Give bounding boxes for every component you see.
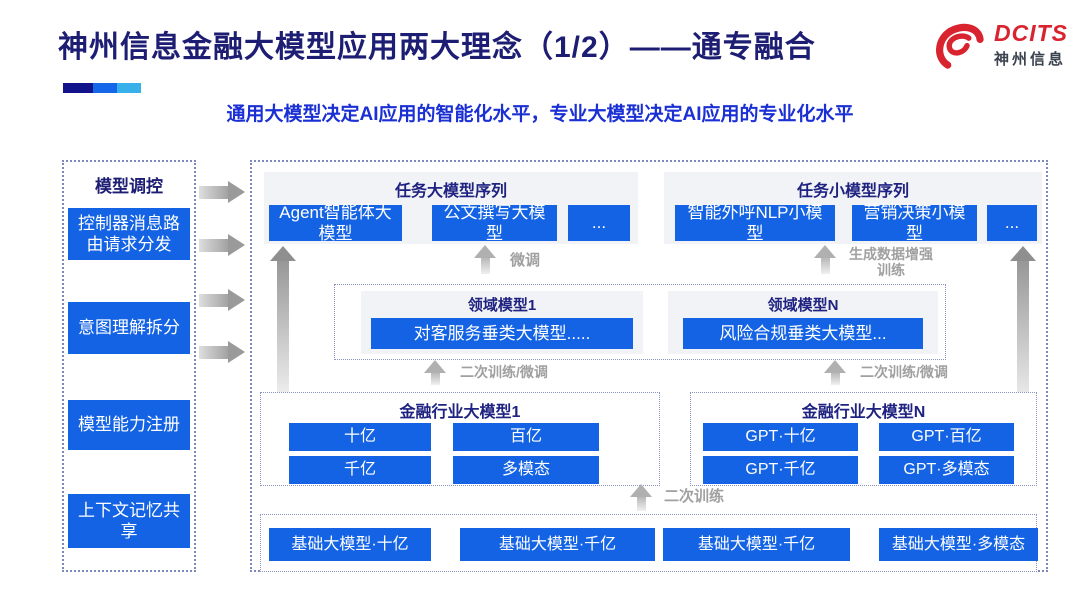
model-block-gpt-100b: GPT·千亿 — [703, 456, 858, 484]
domain-model-group-1: 领域模型1 对客服务垂类大模型..... — [361, 291, 643, 354]
task-small-model-group: 任务小模型序列 智能外呼NLP小模型 营销决策小模型 ... — [664, 172, 1042, 244]
model-architecture-panel: 任务大模型序列 Agent智能体大模型 公文撰写大模型 ... 任务小模型序列 … — [250, 160, 1048, 572]
sidebar-item-message-routing: 控制器消息路由请求分发 — [68, 208, 190, 260]
model-block-base-100b-b: 基础大模型·千亿 — [663, 528, 850, 561]
model-block-customer-service-vertical: 对客服务垂类大模型..... — [371, 318, 633, 349]
model-block-gpt-10b: GPT·百亿 — [879, 423, 1014, 451]
retrain-arrow-up — [630, 484, 652, 511]
dcits-logo: DCITS 神州信息 — [930, 18, 1068, 72]
model-block-multimodal: 多模态 — [453, 456, 599, 484]
accent-segment-navy — [63, 83, 93, 93]
logo-brand-cn: 神州信息 — [994, 51, 1067, 69]
finetune-arrow-up — [474, 245, 496, 274]
model-block-marketing-decision: 营销决策小模型 — [852, 203, 977, 243]
model-block-gpt-1b: GPT·十亿 — [703, 423, 858, 451]
model-block-100b: 千亿 — [289, 456, 431, 484]
industry-model-box-n: 金融行业大模型N GPT·十亿 GPT·百亿 GPT·千亿 GPT·多模态 — [690, 392, 1037, 486]
model-block-risk-compliance-vertical: 风险合规垂类大模型... — [683, 318, 923, 349]
domain-model-group-n: 领域模型N 风险合规垂类大模型... — [668, 291, 938, 354]
domain-1-title: 领域模型1 — [467, 297, 537, 314]
model-block-outbound-nlp: 智能外呼NLP小模型 — [675, 203, 835, 243]
task-large-title: 任务大模型序列 — [394, 183, 507, 200]
model-block-base-100b-a: 基础大模型·千亿 — [460, 528, 655, 561]
flow-arrow-right-3 — [199, 289, 245, 311]
accent-segment-cyan — [117, 83, 141, 93]
model-block-10b: 百亿 — [453, 423, 599, 451]
flow-arrow-right-1 — [199, 181, 245, 203]
retrain-label: 二次训练 — [664, 488, 725, 505]
retrain-finetune-arrow-left — [424, 360, 446, 385]
page-title: 神州信息金融大模型应用两大理念（1/2）——通专融合 — [58, 31, 816, 64]
task-large-model-group: 任务大模型序列 Agent智能体大模型 公文撰写大模型 ... — [264, 172, 638, 244]
model-block-large-ellipsis: ... — [568, 205, 630, 241]
flow-arrow-right-4 — [199, 341, 245, 363]
model-block-document-writing-llm: 公文撰写大模型 — [432, 203, 557, 243]
retrain-finetune-arrow-right — [824, 360, 846, 385]
sidebar-item-intent-splitting: 意图理解拆分 — [68, 302, 190, 354]
model-block-small-ellipsis: ... — [987, 205, 1037, 241]
dcits-swirl-icon — [936, 23, 984, 69]
title-accent-bar — [63, 83, 141, 93]
finetune-label: 微调 — [510, 252, 541, 269]
base-model-box: 基础大模型·十亿 基础大模型·千亿 基础大模型·千亿 基础大模型·多模态 — [260, 514, 1038, 572]
sidebar-item-context-memory: 上下文记忆共享 — [68, 494, 190, 548]
industry-1-title: 金融行业大模型1 — [399, 404, 521, 421]
model-block-base-1b: 基础大模型·十亿 — [269, 528, 431, 561]
domain-n-title: 领域模型N — [767, 297, 839, 314]
sidebar-item-capability-registry: 模型能力注册 — [68, 400, 190, 450]
model-block-agent-llm: Agent智能体大模型 — [269, 203, 402, 243]
gen-data-label: 生成数据增强训练 — [849, 246, 933, 279]
task-small-title: 任务小模型序列 — [796, 183, 909, 200]
logo-text: DCITS 神州信息 — [994, 21, 1068, 69]
model-block-gpt-multimodal: GPT·多模态 — [879, 456, 1014, 484]
flow-arrow-right-2 — [199, 234, 245, 256]
tall-arrow-left — [270, 246, 296, 394]
logo-brand-en: DCITS — [994, 19, 1068, 46]
model-block-base-multimodal: 基础大模型·多模态 — [879, 528, 1038, 561]
model-control-panel: 模型调控 控制器消息路由请求分发 意图理解拆分 模型能力注册 上下文记忆共享 — [62, 160, 196, 572]
slide-subtitle: 通用大模型决定AI应用的智能化水平，专业大模型决定AI应用的专业化水平 — [226, 104, 854, 125]
accent-segment-blue — [93, 83, 117, 93]
industry-model-box-1: 金融行业大模型1 十亿 百亿 千亿 多模态 — [260, 392, 660, 486]
industry-n-title: 金融行业大模型N — [801, 404, 926, 421]
tall-arrow-right — [1010, 246, 1036, 402]
domain-model-box: 领域模型1 对客服务垂类大模型..... 领域模型N 风险合规垂类大模型... — [334, 284, 946, 360]
retrain-finetune-label-left: 二次训练/微调 — [460, 364, 548, 380]
model-block-1b: 十亿 — [289, 423, 431, 451]
sidebar-title: 模型调控 — [95, 177, 163, 196]
retrain-finetune-label-right: 二次训练/微调 — [860, 364, 948, 380]
gen-data-arrow-up — [814, 245, 836, 274]
